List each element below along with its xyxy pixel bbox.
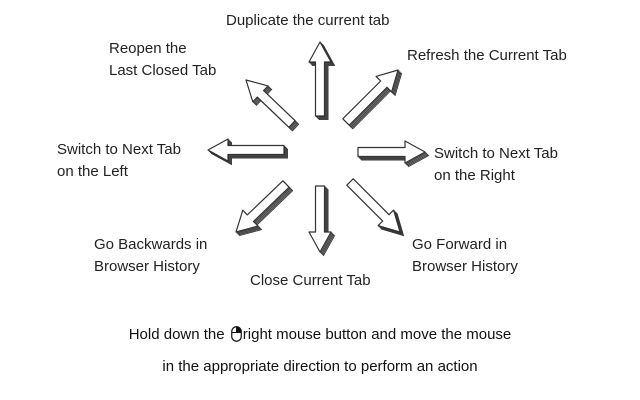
label-down-right-line1: Go Forward in: [412, 236, 508, 253]
label-up-left-line2: Last Closed Tab: [109, 62, 217, 79]
arrow-down-left-icon: [235, 180, 294, 237]
arrow-down-right-icon: [346, 178, 405, 237]
label-down: Close Current Tab: [250, 270, 371, 292]
label-up: Duplicate the current tab: [226, 10, 389, 32]
mouse-right-button-icon: [230, 326, 242, 346]
label-left-line2: on the Left: [57, 163, 128, 180]
label-down-right-line2: Browser History: [412, 258, 518, 275]
label-down-left-line2: Browser History: [94, 258, 200, 275]
label-down-left: Go Backwards in Browser History: [94, 234, 207, 278]
instruction-line-2: in the appropriate direction to perform …: [0, 358, 640, 375]
label-up-right: Refresh the Current Tab: [407, 45, 567, 67]
instruction-line-2-text: in the appropriate direction to perform …: [162, 358, 478, 375]
label-up-left-line1: Reopen the: [109, 40, 187, 57]
label-right-line2: on the Right: [434, 167, 515, 184]
arrow-up-right-icon: [342, 69, 403, 130]
arrow-down-icon: [308, 185, 336, 257]
label-left: Switch to Next Tab on the Left: [57, 139, 181, 183]
instruction-after-icon: right mouse button and move the mouse: [242, 326, 512, 343]
label-right: Switch to Next Tab on the Right: [434, 143, 558, 187]
label-down-line1: Close Current Tab: [250, 272, 371, 289]
label-right-line1: Switch to Next Tab: [434, 145, 558, 162]
label-up-left: Reopen the Last Closed Tab: [109, 38, 216, 82]
label-down-right: Go Forward in Browser History: [412, 234, 518, 278]
label-down-left-line1: Go Backwards in: [94, 236, 208, 253]
label-left-line1: Switch to Next Tab: [57, 141, 181, 158]
arrow-left-icon: [207, 138, 288, 166]
arrow-right-icon: [357, 140, 430, 168]
instruction-line-1: Hold down the right mouse button and mov…: [0, 326, 640, 346]
arrow-up-icon: [308, 41, 336, 120]
label-up-line1: Duplicate the current tab: [226, 12, 390, 29]
instruction-before-icon: Hold down the: [128, 326, 225, 343]
arrow-up-left-icon: [245, 79, 300, 132]
label-up-right-line1: Refresh the Current Tab: [407, 47, 567, 64]
